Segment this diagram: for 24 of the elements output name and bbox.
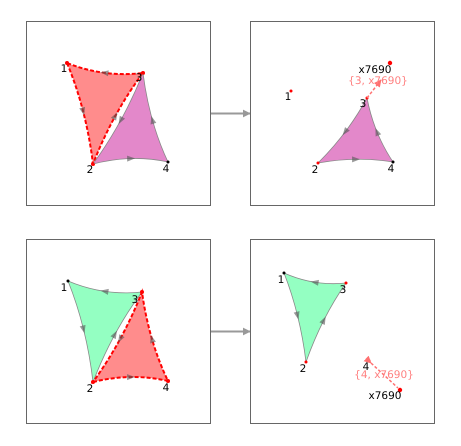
vertex-label: 4 <box>388 163 394 175</box>
vertex-label: 1 <box>60 63 68 75</box>
vertex-label: 2 <box>300 363 306 375</box>
vertex-label: 2 <box>86 383 94 395</box>
vertex-label: 4 <box>162 163 170 175</box>
vertex-label: 3 <box>132 294 138 306</box>
move-label: {4, x7690} <box>354 369 414 381</box>
panel-frame <box>250 239 435 424</box>
vertex-label: 3 <box>360 98 366 110</box>
vertex-label: 3 <box>340 284 346 296</box>
arrow <box>211 328 251 336</box>
panel-frame <box>26 21 211 206</box>
vertex-label: 4 <box>162 382 170 394</box>
vertex-label: 2 <box>312 164 318 176</box>
vertex-label: 1 <box>60 282 68 294</box>
vertex-label: 2 <box>86 164 94 176</box>
vertex-label: 1 <box>278 274 284 286</box>
panel-frame <box>26 239 211 424</box>
arrow <box>211 110 251 118</box>
panel-frame <box>250 21 435 206</box>
vertex-label: 1 <box>284 91 292 103</box>
point-label: x7690 <box>358 64 392 76</box>
vertex-label: 3 <box>136 72 142 84</box>
point-label: x7690 <box>368 390 402 402</box>
